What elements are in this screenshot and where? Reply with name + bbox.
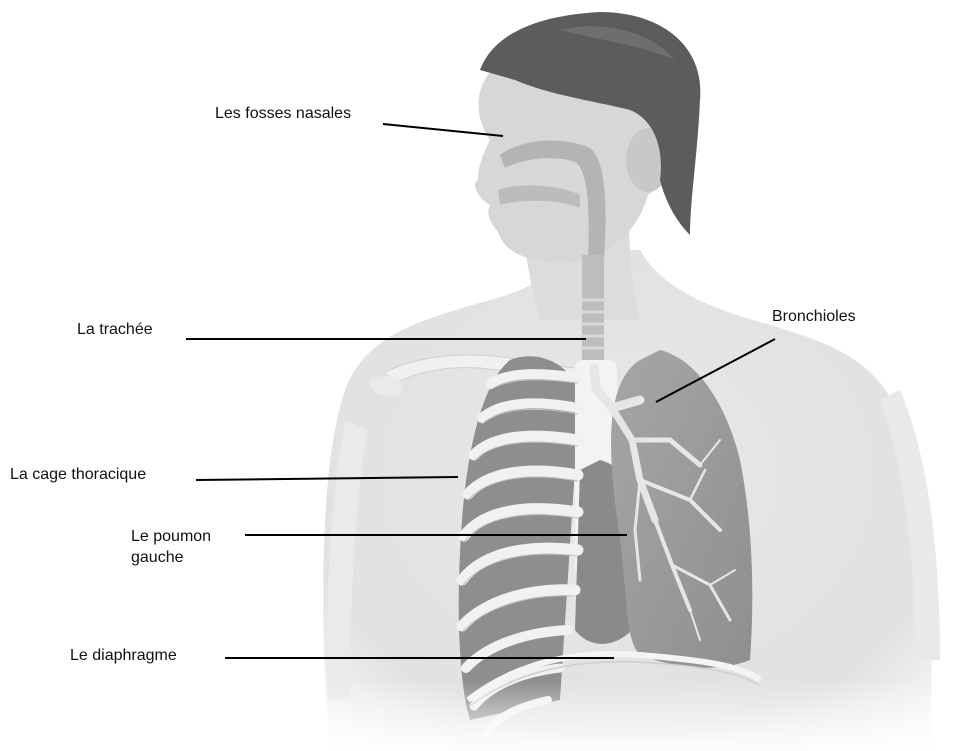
- label-bronchioles: Bronchioles: [772, 306, 856, 327]
- label-nasal-cavities: Les fosses nasales: [215, 103, 351, 124]
- label-trachea: La trachée: [77, 319, 153, 340]
- label-ribcage: La cage thoracique: [10, 464, 146, 485]
- label-left-lung: Le poumon gauche: [131, 526, 241, 568]
- label-diaphragm: Le diaphragme: [70, 645, 177, 666]
